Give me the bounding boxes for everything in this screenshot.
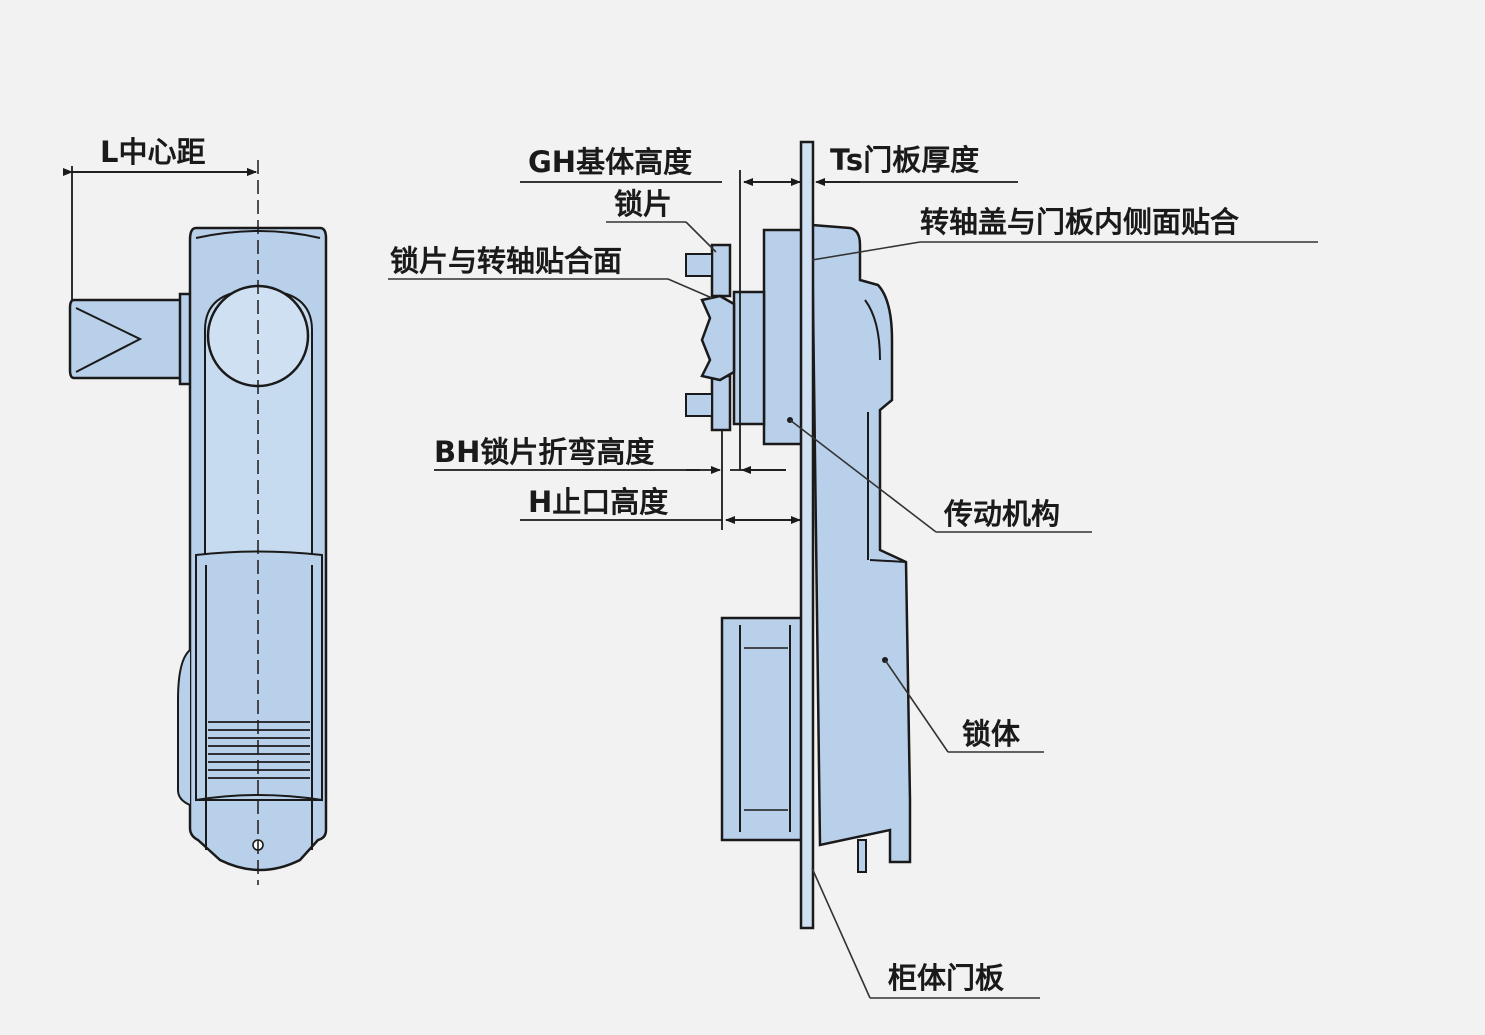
side-lock-body <box>810 223 912 864</box>
front-threads <box>208 721 310 779</box>
side-lock-body-inner <box>864 299 881 361</box>
plate-bend-height-dimension <box>434 430 786 530</box>
side-door-panel <box>799 140 815 930</box>
side-view <box>685 140 912 930</box>
center-distance-dimension <box>63 166 257 300</box>
side-plate-nut-top <box>685 253 713 277</box>
label-cabinet-door: 柜体门板 <box>888 961 1005 995</box>
side-base-flange <box>732 290 766 426</box>
label-panel-thickness: Ts门板厚度 <box>830 143 979 177</box>
cabinet-door-leader <box>811 867 1040 999</box>
label-plate-bend-height: BH锁片折弯高度 <box>434 435 654 469</box>
side-foot <box>857 839 867 873</box>
shaft-cover-contact-leader <box>811 241 1318 261</box>
front-side-lug <box>177 649 191 806</box>
front-view <box>68 160 328 885</box>
label-shaft-cover-contact: 转轴盖与门板内侧面贴合 <box>920 205 1239 239</box>
label-lock-body: 锁体 <box>962 717 1021 751</box>
label-center-distance: L中心距 <box>100 135 205 169</box>
label-plate-shaft-contact: 锁片与转轴贴合面 <box>390 244 622 278</box>
label-stop-height: H止口高度 <box>528 485 668 519</box>
label-base-height: GH基体高度 <box>528 145 692 179</box>
front-tongue-mark <box>75 307 143 373</box>
label-lock-plate: 锁片 <box>614 187 672 221</box>
transmission-leader <box>789 419 1092 533</box>
lock-body-leader <box>884 659 1044 753</box>
side-lower-bezel <box>720 616 806 842</box>
side-plate-nut-bottom <box>685 393 713 417</box>
side-lock-plate-teeth <box>700 294 736 382</box>
base-height-dimension <box>520 170 801 470</box>
label-transmission: 传动机构 <box>943 497 1060 531</box>
plate-shaft-contact-leader <box>388 278 713 299</box>
front-top-cap <box>195 230 321 239</box>
lock-plate-leader <box>606 221 717 253</box>
